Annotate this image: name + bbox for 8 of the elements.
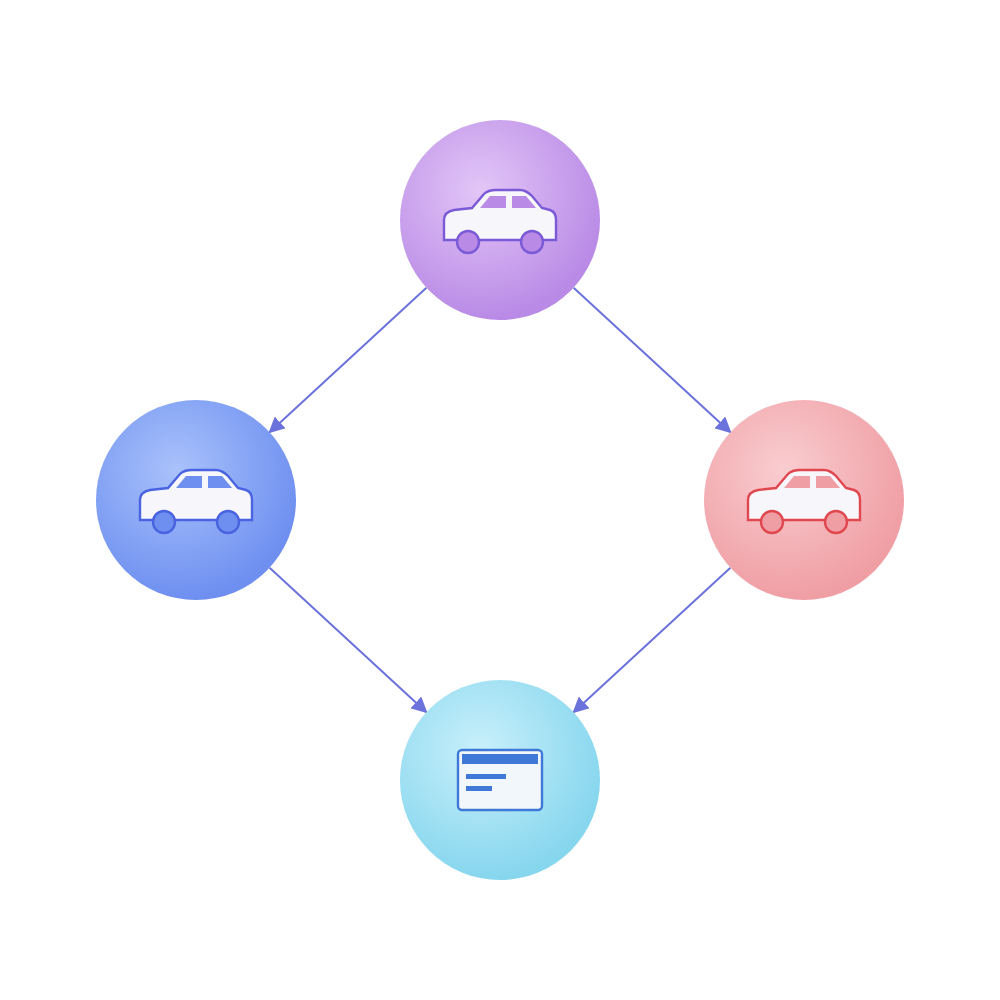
circle-node [400, 680, 600, 880]
arrow [572, 566, 732, 714]
arrow [268, 566, 428, 714]
circle-node [400, 120, 600, 320]
circle-node [96, 400, 296, 600]
arrow [572, 286, 732, 434]
circle-node [704, 400, 904, 600]
arrow [268, 286, 428, 434]
